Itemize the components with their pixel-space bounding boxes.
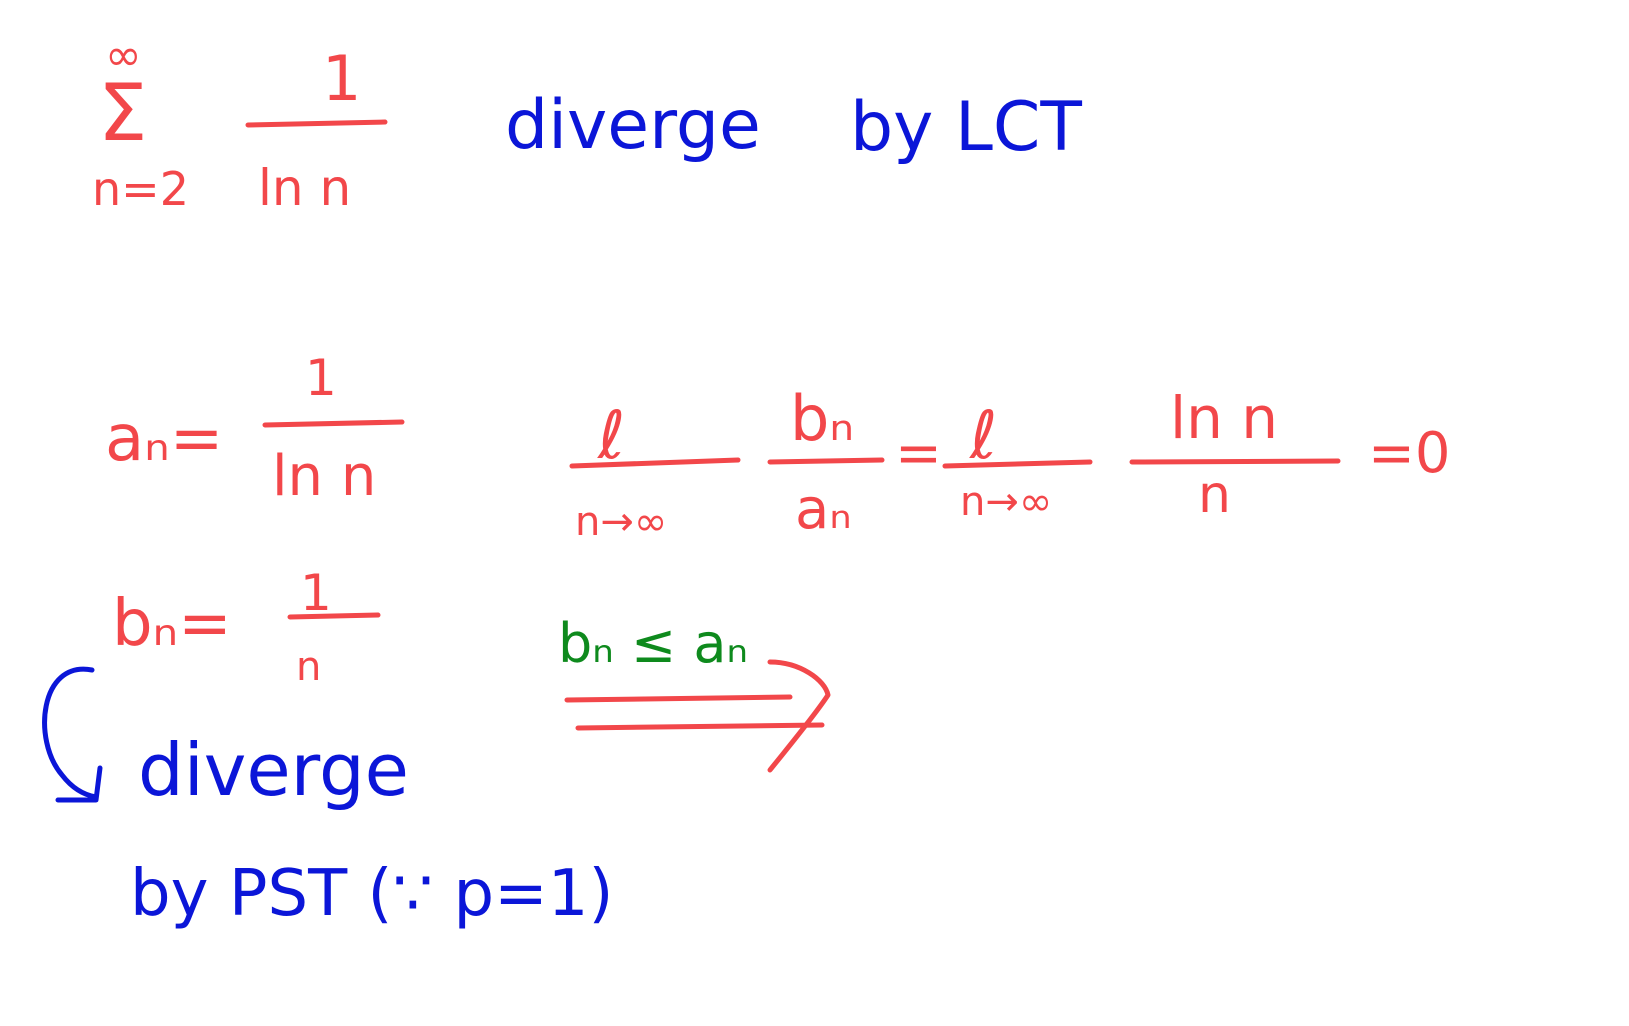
sigma-symbol: Σ — [98, 69, 147, 159]
b-definition: bₙ= 1 n — [112, 564, 381, 690]
series-denominator: ln n — [258, 159, 351, 217]
limit-frac2-denominator: n — [1198, 465, 1231, 525]
b-fraction-bar — [287, 612, 381, 620]
limit-symbol-1: ℓ — [597, 397, 625, 474]
b-verdict: diverge — [138, 728, 409, 812]
limit-comparison: ℓ n→∞ bₙ aₙ = ℓ n→∞ ln n n =0 — [569, 382, 1451, 545]
limit-subscript-1: n→∞ — [575, 499, 667, 545]
b-denominator: n — [296, 644, 321, 690]
limit-bar-1 — [569, 457, 741, 469]
curved-arrow-icon — [42, 666, 99, 800]
limit-equals-1: = — [895, 421, 942, 486]
series-fraction-bar — [245, 119, 388, 128]
series-lower-limit: n=2 — [92, 162, 189, 216]
limit-frac2-numerator: ln n — [1170, 384, 1278, 452]
series-numerator: 1 — [322, 42, 361, 115]
series-verdict: diverge — [505, 86, 761, 165]
double-arrow-upper-line — [564, 694, 793, 703]
series-test: by LCT — [850, 88, 1082, 167]
b-lhs: bₙ= — [112, 587, 232, 661]
b-divergence-note: diverge by PST (∵ p=1) — [42, 666, 613, 931]
a-fraction-bar — [262, 419, 405, 428]
limit-frac1-bar — [767, 457, 885, 465]
series-expression: ∞ Σ n=2 1 ln n — [92, 30, 388, 217]
limit-frac2-bar — [1129, 458, 1341, 465]
curved-arrow-head-icon — [55, 765, 103, 803]
implication: bₙ ≤ aₙ — [558, 612, 831, 773]
a-denominator: ln n — [272, 444, 376, 509]
limit-bar-2 — [942, 459, 1093, 469]
limit-subscript-2: n→∞ — [960, 479, 1052, 525]
double-arrow-lower-line — [575, 722, 825, 731]
b-numerator: 1 — [300, 564, 332, 622]
a-definition: aₙ= 1 ln n — [105, 349, 405, 509]
limit-result: =0 — [1368, 421, 1451, 486]
limit-frac1-denominator: aₙ — [795, 477, 852, 542]
limit-frac1-numerator: bₙ — [790, 382, 854, 455]
limit-symbol-2: ℓ — [969, 397, 997, 474]
a-numerator: 1 — [305, 349, 337, 407]
series-upper-limit: ∞ — [105, 30, 142, 81]
double-arrow-head-icon — [767, 659, 831, 773]
implication-condition: bₙ ≤ aₙ — [558, 612, 748, 675]
a-lhs: aₙ= — [105, 402, 223, 476]
b-reason: by PST (∵ p=1) — [130, 857, 613, 931]
